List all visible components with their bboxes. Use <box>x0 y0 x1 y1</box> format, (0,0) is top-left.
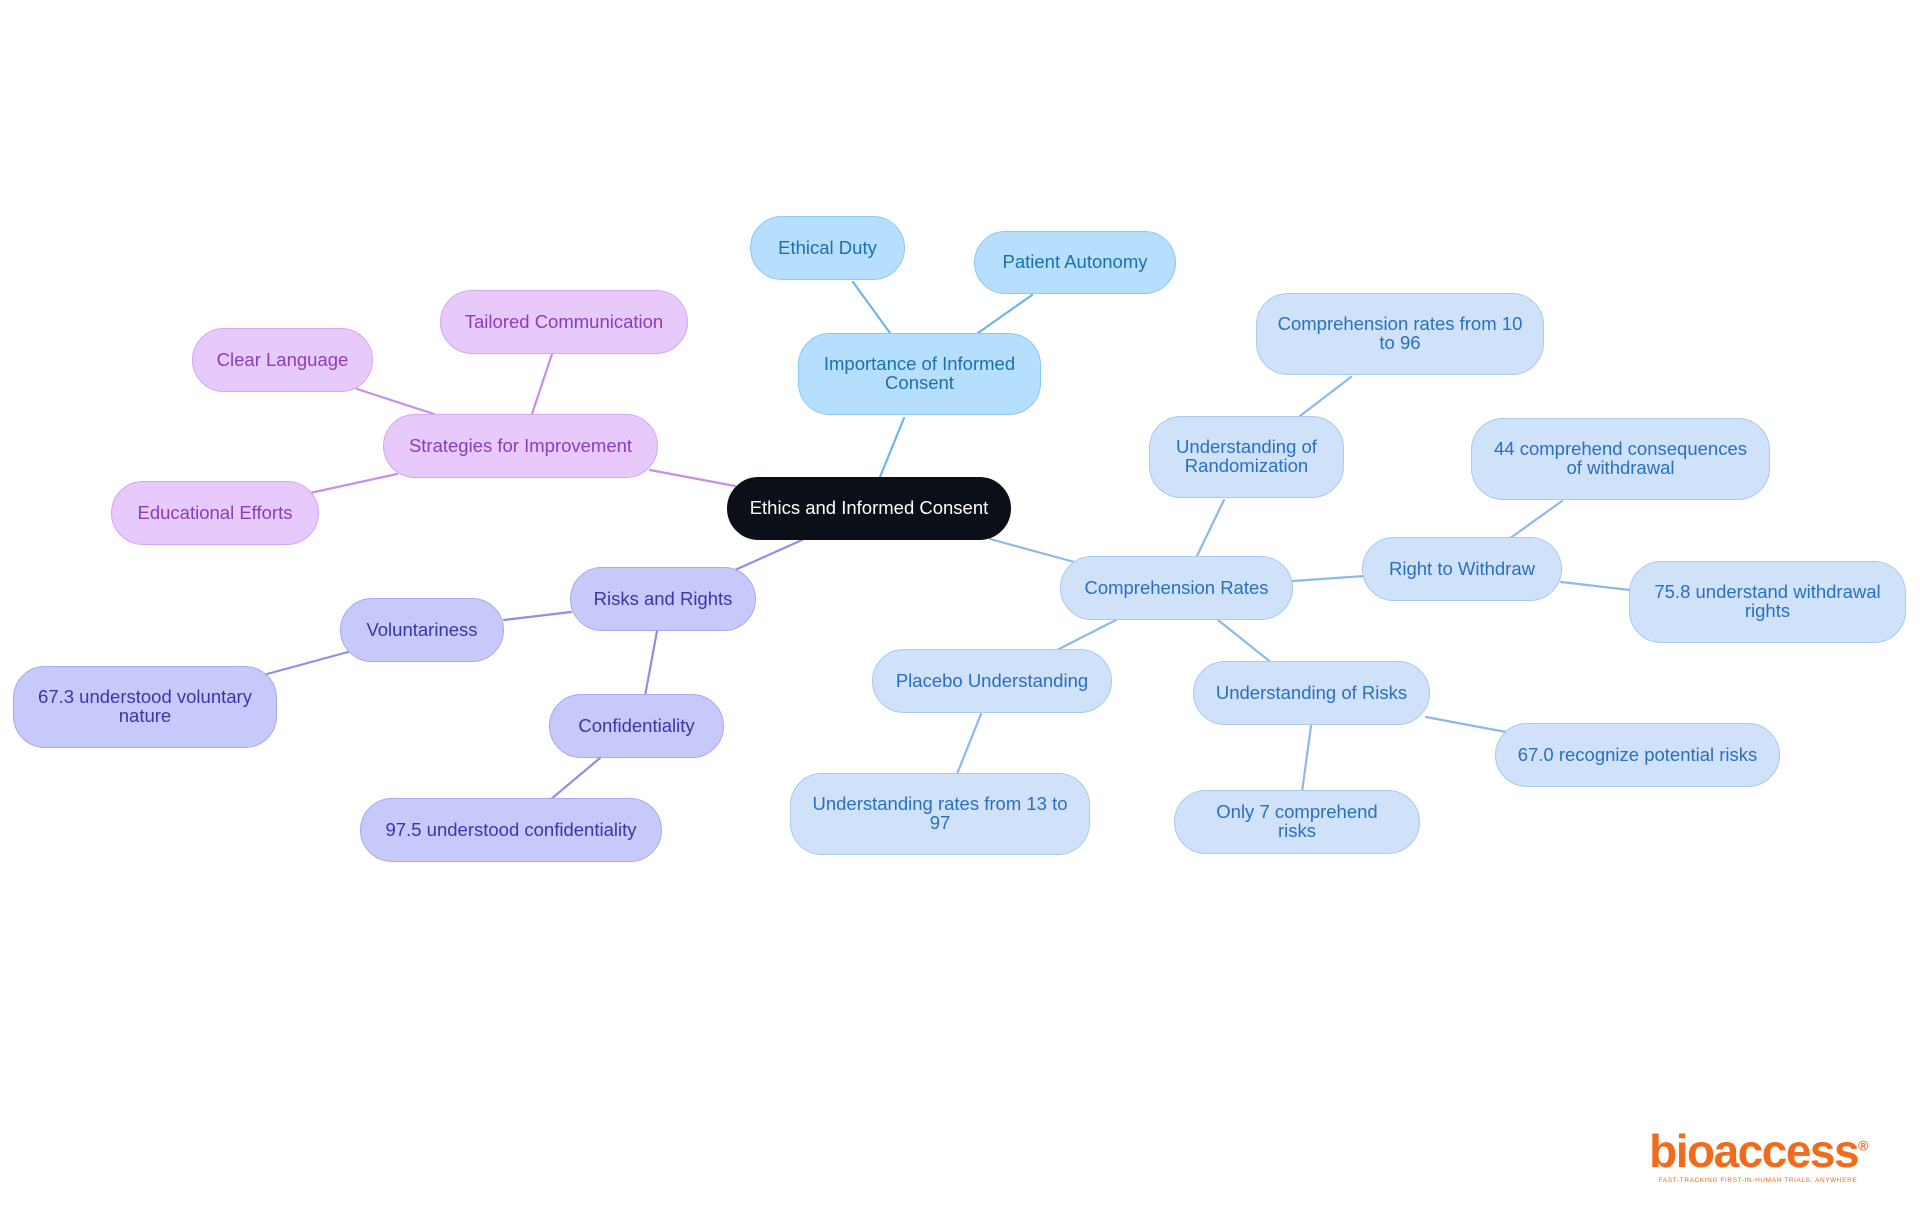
edge-placebo-rates <box>955 712 983 776</box>
node-ethical-duty[interactable]: Ethical Duty <box>750 216 905 280</box>
edge-comp-withdraw <box>1290 574 1367 583</box>
node-only-7-comprehend-risks[interactable]: Only 7 comprehend risks <box>1174 790 1420 854</box>
node-right-to-withdraw[interactable]: Right to Withdraw <box>1362 537 1562 601</box>
node-understanding-of-randomization[interactable]: Understanding of Randomization <box>1149 416 1344 498</box>
node-67-0-recognize-risks[interactable]: 67.0 recognize potential risks <box>1495 723 1780 787</box>
node-tailored-communication[interactable]: Tailored Communication <box>440 290 688 354</box>
edge-comp-risks <box>1216 618 1275 666</box>
node-75-8-understand-withdrawal-rights[interactable]: 75.8 understand withdrawal rights <box>1629 561 1906 643</box>
edge-voluntariness-67 <box>265 650 350 676</box>
edge-consent-ethical-duty <box>851 280 892 335</box>
node-strategies-for-improvement[interactable]: Strategies for Improvement <box>383 414 658 478</box>
edge-randomization-rates <box>1298 375 1353 418</box>
edge-risks-recognize <box>1424 715 1508 734</box>
node-understanding-rates-13-97[interactable]: Understanding rates from 13 to 97 <box>790 773 1090 855</box>
logo-tagline: FAST-TRACKING FIRST-IN-HUMAN TRIALS, ANY… <box>1658 1177 1858 1184</box>
node-understanding-of-risks[interactable]: Understanding of Risks <box>1193 661 1430 725</box>
edge-risks-confidentiality <box>643 629 659 698</box>
node-confidentiality[interactable]: Confidentiality <box>549 694 724 758</box>
node-patient-autonomy[interactable]: Patient Autonomy <box>974 231 1176 294</box>
node-placebo-understanding[interactable]: Placebo Understanding <box>872 649 1112 713</box>
edge-consent-autonomy <box>976 293 1034 335</box>
edge-comp-placebo <box>1053 618 1118 653</box>
edge-risks-voluntariness <box>502 610 573 622</box>
node-97-5-understood-confidentiality[interactable]: 97.5 understood confidentiality <box>360 798 662 862</box>
bioaccess-logo: bioaccess® FAST-TRACKING FIRST-IN-HUMAN … <box>1648 1128 1868 1184</box>
edge-root-consent <box>878 416 906 479</box>
edge-root-comprehension <box>988 537 1080 565</box>
logo-brand-text: bioaccess <box>1649 1125 1859 1177</box>
edge-strategies-tailored <box>530 352 554 416</box>
edge-comp-randomization <box>1194 498 1226 560</box>
edge-withdraw-consequences <box>1507 499 1564 541</box>
node-comprehension-rates[interactable]: Comprehension Rates <box>1060 556 1293 620</box>
root-node[interactable]: Ethics and Informed Consent <box>727 477 1011 540</box>
node-risks-and-rights[interactable]: Risks and Rights <box>570 567 756 631</box>
node-67-3-understood-voluntary[interactable]: 67.3 understood voluntary nature <box>13 666 277 748</box>
edge-strategies-educational <box>308 472 399 495</box>
node-voluntariness[interactable]: Voluntariness <box>340 598 504 662</box>
edge-risks-only7 <box>1300 724 1313 794</box>
edge-strategies-clear <box>355 387 436 416</box>
node-44-comprehend-consequences[interactable]: 44 comprehend consequences of withdrawal <box>1471 418 1770 500</box>
node-clear-language[interactable]: Clear Language <box>192 328 373 392</box>
edge-withdraw-rights <box>1559 580 1632 592</box>
node-educational-efforts[interactable]: Educational Efforts <box>111 481 319 545</box>
edge-root-risks <box>733 538 804 572</box>
logo-wordmark: bioaccess® <box>1648 1128 1868 1174</box>
edge-confidentiality-97 <box>548 756 602 802</box>
node-importance-of-informed-consent[interactable]: Importance of Informed Consent <box>798 333 1041 415</box>
registered-mark: ® <box>1858 1137 1868 1154</box>
node-comprehension-rates-10-96[interactable]: Comprehension rates from 10 to 96 <box>1256 293 1544 375</box>
edge-root-strategies <box>648 468 737 488</box>
